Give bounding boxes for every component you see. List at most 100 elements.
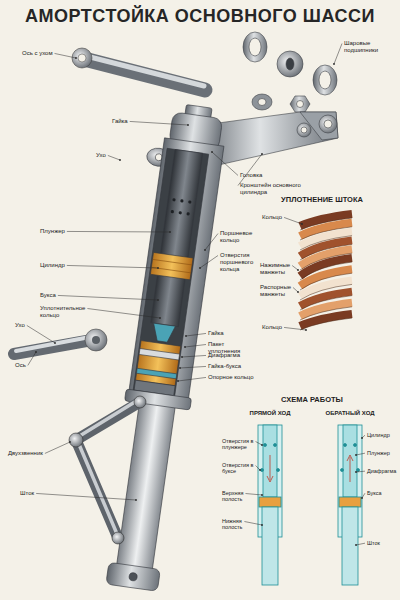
leader-line	[185, 345, 206, 348]
leader-line	[186, 333, 206, 336]
leader-line	[130, 121, 188, 125]
lower-axle	[14, 329, 107, 354]
leader-dot	[261, 444, 263, 446]
leader-line	[182, 355, 206, 357]
ball-bearings	[243, 32, 337, 112]
leader-dot	[69, 441, 71, 443]
poster-title: АМОРТСТОЙКА ОСНОВНОГО ШАССИ	[0, 6, 400, 27]
leader-dot	[157, 299, 159, 301]
part-label: Нижняя полость	[222, 518, 256, 531]
part-label: Диафрагма	[367, 468, 398, 474]
part-label: Нажимные манжеты	[260, 262, 294, 276]
leader-dot	[177, 380, 179, 382]
leader-line	[180, 366, 206, 368]
part-label: Отверстия поршневого кольца	[220, 252, 258, 273]
part-label: Шток	[367, 540, 398, 546]
leader-dot	[355, 471, 357, 473]
leader-line	[356, 543, 365, 545]
section-heading: ПРЯМОЙ ХОД	[240, 410, 300, 417]
leader-dot	[261, 524, 263, 526]
leader-dot	[199, 267, 201, 269]
part-label: Цилиндр	[40, 262, 80, 269]
part-label: Букса	[367, 490, 398, 496]
leader-dot	[135, 499, 137, 501]
seal-edge	[300, 318, 352, 330]
leader-dot	[184, 346, 186, 348]
part-label: Гайка	[112, 118, 142, 125]
operation-scheme	[258, 425, 362, 585]
leader-line	[284, 217, 302, 224]
torque-link	[69, 396, 146, 544]
leader-dot	[54, 342, 56, 344]
part-label: Плунжер	[367, 450, 398, 456]
leader-line	[67, 265, 158, 268]
part-label: Плунжер	[40, 228, 80, 235]
section-heading: УПЛОТНЕНИЕ ШТОКА	[272, 196, 372, 205]
part-label: Шаровые подшипники	[344, 40, 396, 54]
leader-line	[178, 377, 206, 381]
leader-dot	[261, 153, 263, 155]
leader-line	[256, 442, 262, 446]
leader-dot	[361, 497, 363, 499]
axle-with-eye	[72, 48, 205, 90]
leader-dot	[355, 544, 357, 546]
part-label: Уплотнительное кольцо	[40, 305, 92, 319]
leader-dot	[261, 494, 263, 496]
leader-dot	[297, 291, 299, 293]
leader-line	[108, 155, 120, 160]
part-label: Кронштейн основного цилиндра	[240, 182, 302, 196]
rod-seal	[300, 214, 352, 330]
part-label: Головка	[240, 172, 280, 179]
part-label: Отверстия в плунжере	[222, 438, 256, 451]
leader-line	[27, 325, 55, 343]
leader-dot	[305, 329, 307, 331]
leader-line	[356, 471, 365, 473]
leader-line	[200, 256, 218, 269]
leader-line	[256, 466, 260, 471]
part-label: Распорные манжеты	[260, 284, 294, 298]
leader-dot	[297, 269, 299, 271]
leader-dot	[157, 267, 159, 269]
leader-dot	[159, 317, 161, 319]
leader-dot	[187, 124, 189, 126]
section-heading: ОБРАТНЫЙ ХОД	[318, 410, 382, 417]
part-label: Верхняя полость	[222, 490, 256, 503]
leader-line	[245, 494, 262, 496]
leader-line	[356, 453, 365, 455]
part-label: Цилиндр	[367, 432, 398, 438]
part-label: Опорное кольцо	[208, 374, 258, 381]
leader-dot	[35, 351, 37, 353]
part-label: Гайка-букса	[208, 363, 258, 370]
leader-line	[238, 154, 262, 186]
leader-dot	[259, 469, 261, 471]
seal-ring	[300, 314, 352, 326]
leader-dot	[301, 223, 303, 225]
part-label: Букса	[40, 292, 80, 299]
part-label: Диафрагма	[208, 352, 258, 359]
leader-dot	[204, 249, 206, 251]
part-label: Ось с ухом	[22, 50, 62, 57]
leader-dot	[355, 454, 357, 456]
leader-dot	[361, 437, 363, 439]
leader-line	[293, 288, 298, 293]
leader-dot	[211, 151, 213, 153]
leader-line	[87, 309, 160, 319]
leader-dot	[185, 335, 187, 337]
leader-line	[292, 266, 298, 271]
leader-dot	[181, 356, 183, 358]
leader-line	[58, 295, 158, 300]
part-label: Кольцо	[262, 324, 292, 331]
part-label: Ось	[15, 362, 35, 369]
leader-line	[55, 53, 76, 58]
leader-line	[28, 352, 36, 365]
leader-line	[212, 152, 238, 175]
part-label: Гайка	[208, 330, 258, 337]
part-label: Поршневое кольцо	[220, 230, 256, 244]
leader-dot	[75, 57, 77, 59]
leader-dot	[119, 159, 121, 161]
leader-dot	[169, 231, 171, 233]
leader-line	[205, 234, 218, 251]
leader-line	[67, 231, 170, 233]
